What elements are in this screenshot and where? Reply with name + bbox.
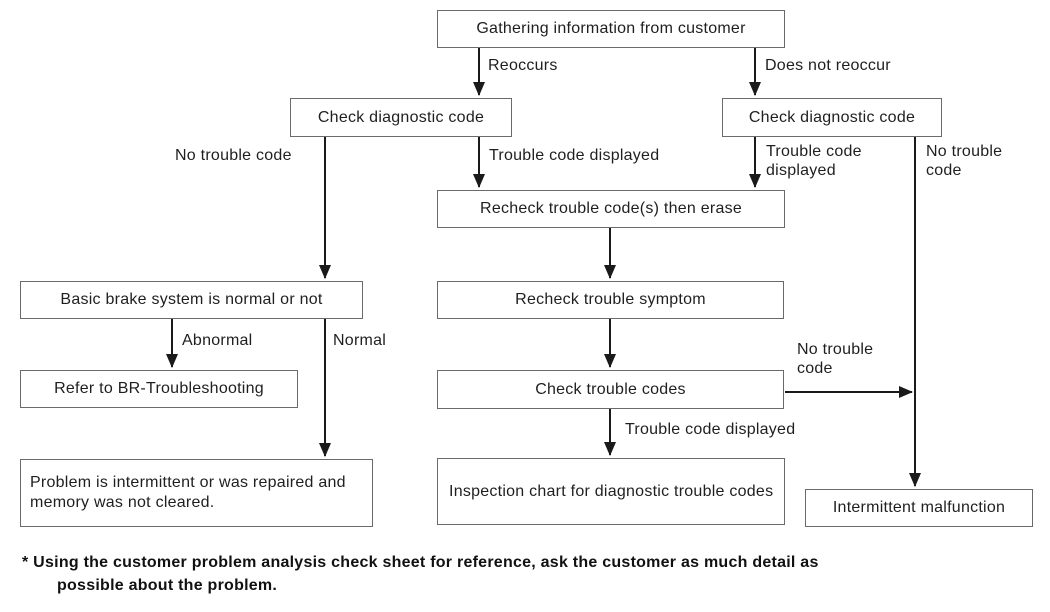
edge-label-no-trouble-code-right: No trouble code bbox=[926, 143, 1003, 179]
node-recheck-trouble-code-erase: Recheck trouble code(s) then erase bbox=[437, 190, 785, 228]
edge-label-reoccurs: Reoccurs bbox=[488, 57, 558, 74]
edge-label-trouble-code-displayed-left: Trouble code displayed bbox=[489, 147, 660, 164]
node-inspection-chart: Inspection chart for diagnostic trouble … bbox=[437, 458, 785, 525]
node-problem-intermittent: Problem is intermittent or was repaired … bbox=[20, 459, 373, 527]
edge-label-abnormal: Abnormal bbox=[182, 332, 253, 349]
node-gathering-information: Gathering information from customer bbox=[437, 10, 785, 48]
node-check-diagnostic-code-right: Check diagnostic code bbox=[722, 98, 942, 137]
edge-label-no-trouble-code-mid: No trouble code bbox=[797, 341, 874, 377]
node-intermittent-malfunction: Intermittent malfunction bbox=[805, 489, 1033, 527]
node-check-diagnostic-code-left: Check diagnostic code bbox=[290, 98, 512, 137]
node-check-trouble-codes: Check trouble codes bbox=[437, 370, 784, 409]
node-basic-brake-system: Basic brake system is normal or not bbox=[20, 281, 363, 319]
edge-label-trouble-code-displayed-bottom: Trouble code displayed bbox=[625, 421, 796, 438]
edge-label-normal: Normal bbox=[333, 332, 387, 349]
edge-label-no-trouble-code-left: No trouble code bbox=[175, 147, 292, 164]
node-recheck-trouble-symptom: Recheck trouble symptom bbox=[437, 281, 784, 319]
edge-label-trouble-code-displayed-right: Trouble code displayed bbox=[766, 143, 862, 179]
edge-label-does-not-reoccur: Does not reoccur bbox=[765, 57, 891, 74]
footnote: * Using the customer problem analysis ch… bbox=[22, 551, 819, 597]
footnote-line2: possible about the problem. bbox=[57, 577, 278, 594]
footnote-line1: * Using the customer problem analysis ch… bbox=[22, 554, 819, 571]
node-refer-br-troubleshooting: Refer to BR-Troubleshooting bbox=[20, 370, 298, 408]
